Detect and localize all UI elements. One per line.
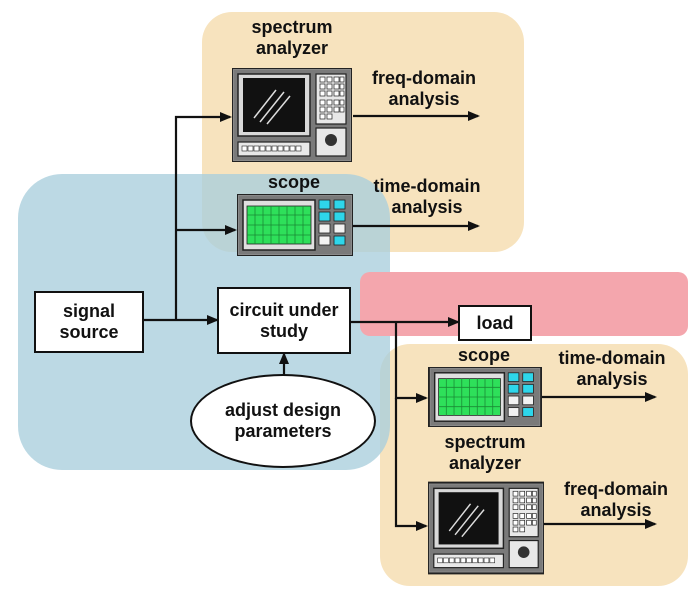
adjust-design-parameters-node: adjust design parameters <box>190 374 376 468</box>
scope-title: scope <box>267 172 321 192</box>
node-label: source <box>59 322 119 342</box>
node-label: signal <box>62 301 115 321</box>
oscilloscope-icon <box>428 367 542 427</box>
time-domain-output-label: time-domain analysis <box>558 348 666 389</box>
freq-domain-output-label: freq-domain analysis <box>563 479 668 520</box>
signal-source-node: signal source <box>34 291 144 353</box>
node-label: adjust design <box>224 400 341 420</box>
node-label: circuit under <box>229 299 339 320</box>
node-label: study <box>259 320 308 341</box>
node-label: parameters <box>234 421 332 441</box>
load-node: load <box>458 305 532 341</box>
arrow-circuit-to-bottom-spectrum-analyzer <box>394 398 428 531</box>
load-region <box>360 272 688 336</box>
spectrum-analyzer-title: spectrum analyzer <box>251 17 333 58</box>
time-domain-output-label: time-domain analysis <box>373 176 481 217</box>
spectrum-analyzer-title: spectrum analyzer <box>444 432 526 473</box>
node-label: load <box>476 312 514 333</box>
spectrum-analyzer-icon <box>232 68 352 162</box>
freq-domain-output-label: freq-domain analysis <box>371 68 476 109</box>
oscilloscope-icon <box>237 194 353 256</box>
spectrum-analyzer-icon <box>428 481 544 575</box>
circuit-under-study-node: circuit under study <box>217 287 351 354</box>
scope-title: scope <box>457 345 511 365</box>
arrow-source-to-spectrum-analyzer <box>174 112 232 320</box>
